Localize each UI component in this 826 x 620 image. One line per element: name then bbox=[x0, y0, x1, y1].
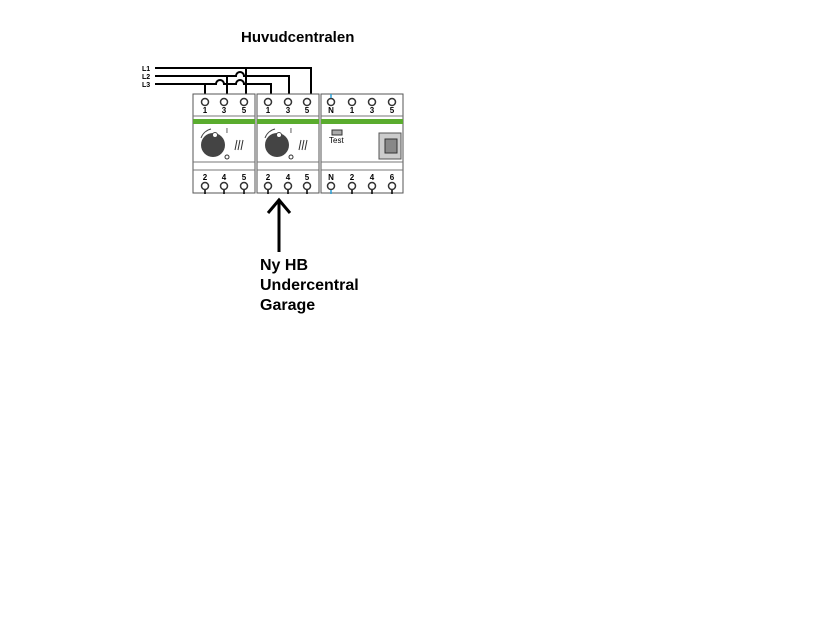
dial-mark: I bbox=[226, 128, 228, 135]
annotation-line: Undercentral bbox=[260, 277, 359, 294]
terminal-label: 5 bbox=[242, 106, 247, 115]
terminal-label: 5 bbox=[242, 173, 247, 182]
annotation-line: Garage bbox=[260, 297, 316, 314]
annotation-line: Ny HB bbox=[260, 257, 309, 274]
arrow-icon bbox=[266, 197, 292, 252]
phase-label: L2 bbox=[142, 74, 150, 81]
terminal-label: 3 bbox=[370, 106, 375, 115]
contact-symbol-icon bbox=[234, 139, 244, 151]
diagram-title: Huvudcentralen bbox=[241, 29, 355, 46]
status-band bbox=[257, 119, 319, 124]
terminal-screw bbox=[263, 181, 273, 191]
terminal-label: 2 bbox=[350, 173, 355, 182]
rotary-knob[interactable] bbox=[265, 133, 289, 157]
terminal-label: N bbox=[328, 106, 334, 115]
terminal-label: 5 bbox=[390, 106, 395, 115]
test-button[interactable] bbox=[331, 129, 343, 136]
terminal-screw bbox=[387, 181, 397, 191]
terminal-screw bbox=[283, 181, 293, 191]
terminal-label: 5 bbox=[305, 106, 310, 115]
terminal-label: 2 bbox=[203, 173, 208, 182]
terminal-screw bbox=[283, 97, 293, 107]
rotary-knob[interactable] bbox=[201, 133, 225, 157]
terminal-screw bbox=[200, 181, 210, 191]
terminal-screw bbox=[387, 97, 397, 107]
terminal-label: N bbox=[328, 173, 334, 182]
terminal-screw bbox=[219, 181, 229, 191]
phase-label: L3 bbox=[142, 82, 150, 89]
terminal-screw bbox=[239, 97, 249, 107]
terminal-label: 5 bbox=[305, 173, 310, 182]
terminal-screw bbox=[302, 181, 312, 191]
test-label: Test bbox=[329, 136, 344, 145]
annotation-label: Ny HB Undercentral Garage bbox=[260, 256, 359, 316]
terminal-label: 1 bbox=[350, 106, 355, 115]
terminal-screw bbox=[302, 97, 312, 107]
phase-label: L1 bbox=[142, 66, 150, 73]
wire-l1 bbox=[155, 67, 312, 95]
contact-symbol-icon bbox=[298, 139, 308, 151]
terminal-label: 3 bbox=[286, 106, 291, 115]
phase-wires bbox=[155, 67, 312, 95]
terminal-label: 4 bbox=[370, 173, 375, 182]
terminal-screw bbox=[326, 181, 336, 191]
wire-l3 bbox=[155, 79, 272, 95]
wire-l2 bbox=[155, 71, 290, 95]
terminal-label: 4 bbox=[286, 173, 291, 182]
terminal-screw bbox=[367, 97, 377, 107]
terminal-screw bbox=[347, 181, 357, 191]
terminal-label: 1 bbox=[266, 106, 271, 115]
terminal-screw bbox=[239, 181, 249, 191]
terminal-screw bbox=[326, 97, 336, 107]
status-band bbox=[193, 119, 255, 124]
terminal-screw bbox=[263, 97, 273, 107]
terminal-screw bbox=[219, 97, 229, 107]
terminal-label: 1 bbox=[203, 106, 208, 115]
status-band bbox=[321, 119, 403, 124]
terminal-label: 4 bbox=[222, 173, 227, 182]
terminal-screw bbox=[200, 97, 210, 107]
dial-mark: I bbox=[290, 128, 292, 135]
terminal-label: 6 bbox=[390, 173, 395, 182]
terminal-label: 3 bbox=[222, 106, 227, 115]
terminal-screw bbox=[347, 97, 357, 107]
terminal-label: 2 bbox=[266, 173, 271, 182]
terminal-screw bbox=[367, 181, 377, 191]
